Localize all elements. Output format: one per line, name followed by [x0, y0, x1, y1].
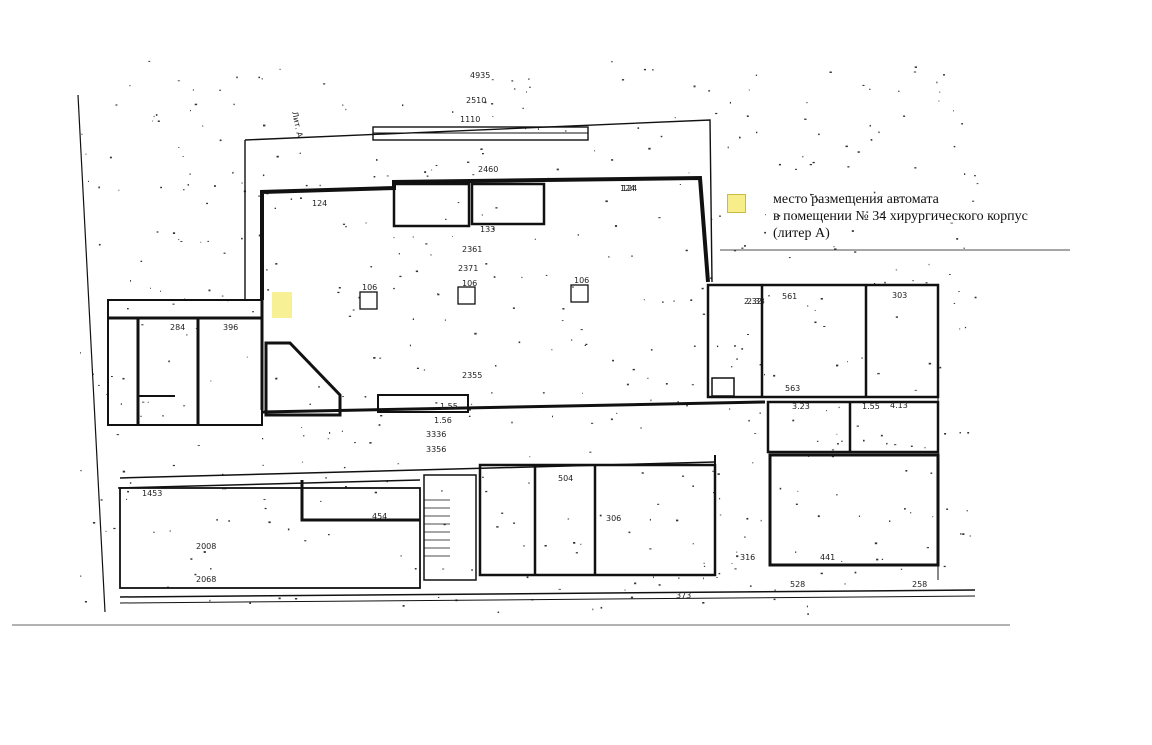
vending-location-marker	[272, 292, 292, 318]
dimension-label: 303	[892, 291, 907, 300]
dimension-label: 373	[676, 591, 691, 600]
legend-line-3: (литер А)	[773, 226, 830, 241]
dimension-label: 441	[820, 553, 835, 562]
dimension-label: 4.13	[890, 401, 908, 410]
dimension-label: 306	[606, 514, 621, 523]
dimension-label: 106	[574, 276, 589, 285]
legend-line-1: место размещения автомата	[773, 192, 939, 207]
dimension-label: 1.55	[862, 402, 880, 411]
dimension-label: 396	[223, 323, 238, 332]
legend-marker	[727, 194, 746, 213]
dimension-label: 2008	[196, 542, 216, 551]
dimension-label: 3356	[426, 445, 446, 454]
dimension-label: 1.56	[434, 416, 452, 425]
scan-speckle	[80, 60, 979, 615]
dimension-label: 133	[480, 225, 495, 234]
dimension-label: 3.23	[792, 402, 810, 411]
building-walls	[12, 94, 1070, 626]
dimension-label: 1.55	[440, 402, 458, 411]
dimension-label: 284	[170, 323, 185, 332]
dimension-label: 2460	[478, 165, 498, 174]
dimension-label: 2355	[462, 371, 482, 380]
dimension-label: 2.33	[747, 297, 765, 306]
dimension-label: 563	[785, 384, 800, 393]
dimension-label: 124	[620, 184, 635, 193]
dimension-label: 124	[622, 184, 637, 193]
section-header-label: Лит. А	[290, 111, 304, 139]
legend-line-2: в помещении № 34 хирургического корпус	[773, 209, 1028, 224]
dimension-label: 528	[790, 580, 805, 589]
dimension-label: 124	[312, 199, 327, 208]
dimension-label: 2.32	[744, 297, 762, 306]
dimension-label: 4935	[470, 71, 490, 80]
legend: место размещения автомата в помещении № …	[773, 191, 1028, 242]
dimension-label: 316	[740, 553, 755, 562]
dimension-label: 1110	[460, 115, 480, 124]
dimension-labels: 4935251011102460124124124236123712355106…	[142, 71, 927, 600]
dimension-label: 2068	[196, 575, 216, 584]
dimension-label: 1453	[142, 489, 162, 498]
dimension-label: 106	[362, 283, 377, 292]
dimension-label: 454	[372, 512, 387, 521]
dimension-label: 504	[558, 474, 573, 483]
dimension-label: 2371	[458, 264, 478, 273]
dimension-label: 2361	[462, 245, 482, 254]
dimension-label: 258	[912, 580, 927, 589]
dimension-label: 3336	[426, 430, 446, 439]
dimension-label: 561	[782, 292, 797, 301]
dimension-label: 106	[462, 279, 477, 288]
dimension-label: 2510	[466, 96, 486, 105]
